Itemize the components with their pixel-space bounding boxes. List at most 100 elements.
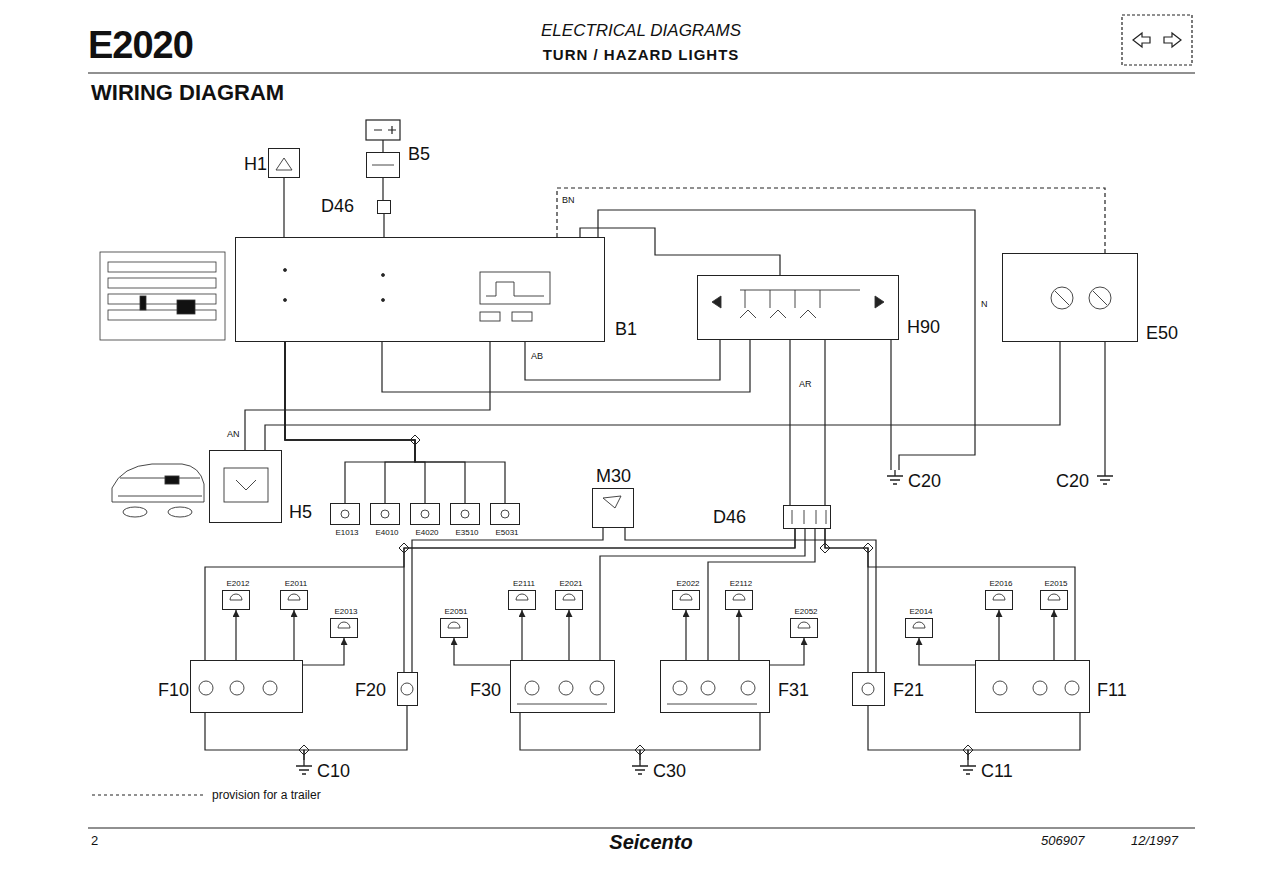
lamp-symbols [461, 510, 469, 518]
component-details [284, 299, 287, 302]
wire [293, 610, 294, 660]
lamp-symbols [517, 704, 757, 705]
component-details [1055, 291, 1107, 305]
battery-symbol [366, 120, 400, 152]
wire-code: BN [561, 196, 576, 205]
lamp-box: E2111 [508, 590, 536, 610]
wire-code: AN [226, 430, 241, 439]
wire [968, 713, 1080, 760]
lamp-symbols [862, 683, 874, 695]
legend-sample [92, 791, 206, 799]
lamp-symbols [701, 681, 715, 695]
dashed-line [92, 794, 206, 795]
switch-box: H1 [268, 148, 300, 178]
part-code: E2014 [890, 608, 952, 616]
trailer-wire [557, 188, 1105, 253]
component-details [224, 158, 1111, 524]
component-id: H90 [906, 318, 941, 336]
warning-lamp: E3510 [450, 503, 480, 525]
component-details [372, 165, 394, 166]
component-id: C20 [1055, 472, 1090, 490]
sheet-code: E2020 [88, 26, 193, 64]
component-id: C20 [907, 472, 942, 490]
model-name: Seicento [450, 832, 852, 852]
wire [285, 342, 505, 503]
wire [825, 529, 868, 672]
lamp-symbols [199, 510, 1079, 704]
component-details [792, 510, 826, 524]
component-id: H5 [288, 503, 313, 521]
wire [382, 340, 750, 392]
wire [824, 340, 825, 505]
turn-icon [1164, 33, 1181, 47]
component-details [276, 158, 292, 170]
wire [521, 610, 522, 660]
lamp-box: E2016 [985, 590, 1013, 610]
component-details [512, 312, 532, 321]
component-id: M30 [595, 467, 632, 485]
component-details [480, 312, 500, 321]
side-repeater: F20 [397, 672, 418, 706]
wire [283, 178, 284, 237]
lamp-box: E2021 [555, 590, 583, 610]
instrument-panel: H5 [209, 450, 282, 523]
wire [383, 214, 384, 237]
fuse-box-illustration [108, 262, 216, 272]
component-details [236, 480, 256, 490]
wire [738, 610, 739, 660]
part-code: E4010 [355, 529, 419, 537]
wire [789, 340, 790, 505]
lamp-symbols [501, 510, 509, 518]
wire [1053, 610, 1054, 660]
lamp-symbols [559, 681, 573, 695]
turn-icon [1122, 15, 1192, 65]
part-code: E2011 [265, 580, 327, 588]
light-cluster: F11 [975, 660, 1090, 713]
component-id: B5 [407, 145, 431, 163]
part-code: E2111 [493, 580, 555, 588]
lamp-symbols [673, 681, 687, 695]
component-id: F31 [777, 681, 810, 699]
component-details [740, 290, 860, 318]
wire [600, 529, 805, 660]
lamp-box: E2051 [440, 618, 468, 638]
lamp-symbols [525, 681, 539, 695]
part-code: E2022 [657, 580, 719, 588]
component-details [382, 299, 385, 302]
fuse-box-illustration [140, 296, 146, 310]
part-code: E2016 [970, 580, 1032, 588]
lamp-symbols [1065, 681, 1079, 695]
wire [998, 610, 999, 660]
warning-lamp: E1013 [330, 503, 360, 525]
lamp-symbols [381, 510, 389, 518]
car-illustration [112, 464, 204, 517]
component-id: E50 [1145, 324, 1179, 342]
warning-lamp: E4020 [410, 503, 440, 525]
switch-unit: H90 [697, 275, 899, 340]
wire [205, 713, 304, 760]
lamp-symbols [230, 594, 1060, 628]
lamp-box: E2015 [1040, 590, 1068, 610]
lamp-box: E2012 [222, 590, 250, 610]
page-rules [88, 827, 1195, 828]
wire-code: N [980, 300, 989, 309]
wire [890, 340, 891, 470]
wire [285, 342, 415, 503]
wire [285, 342, 425, 503]
trailer-socket: E50 [1002, 253, 1138, 342]
component-id: C10 [316, 762, 351, 780]
wire [525, 340, 720, 380]
component-details [382, 274, 385, 277]
component-id: D46 [712, 508, 747, 526]
lamp-symbols [341, 510, 349, 518]
lamp-symbols [590, 681, 604, 695]
diagram-title: TURN / HAZARD LIGHTS [440, 47, 842, 62]
component-details [284, 269, 287, 272]
part-code: E5031 [475, 529, 539, 537]
fuse-box-illustration [108, 310, 216, 320]
wire [454, 638, 510, 665]
ground-symbol [960, 760, 976, 774]
document-number: 506907 [1040, 834, 1085, 847]
fuse-box: B5 [366, 152, 400, 178]
